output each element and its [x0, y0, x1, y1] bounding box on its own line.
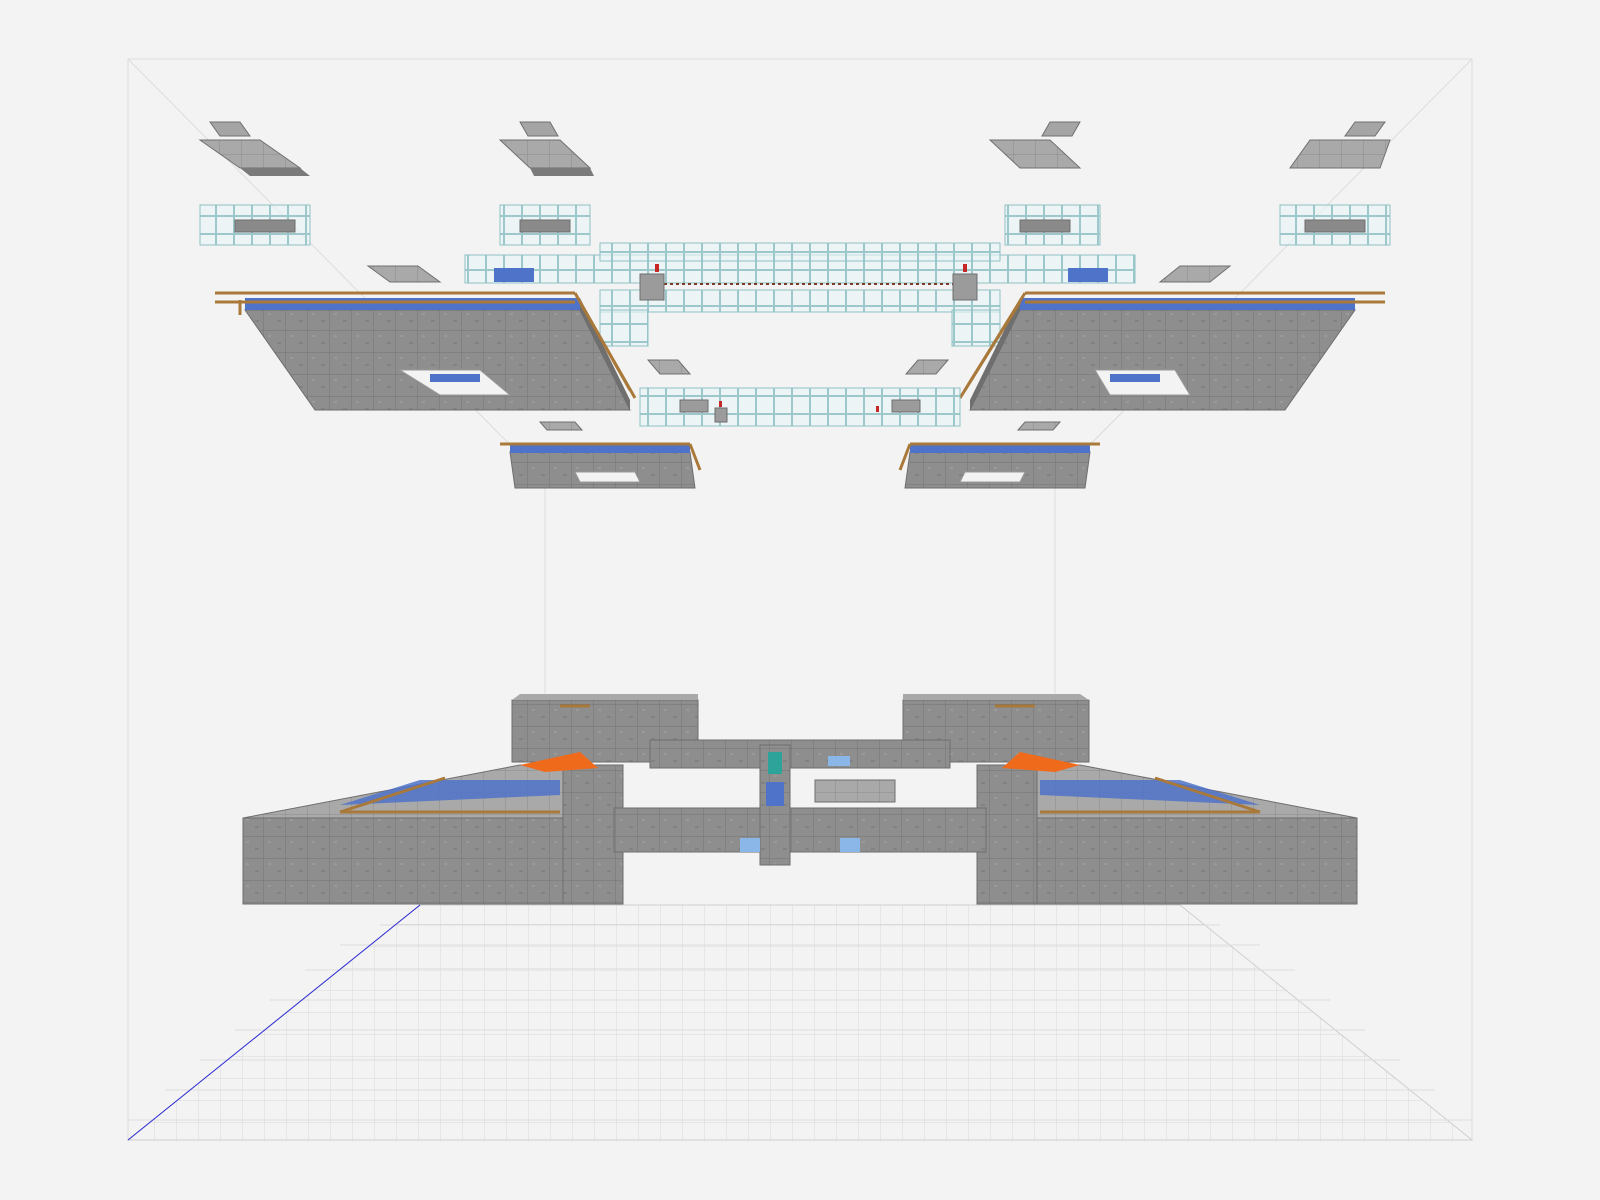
redstone-torch-left	[655, 264, 659, 272]
upper-platform-right	[958, 291, 1385, 411]
glass-frames	[199, 204, 1391, 246]
slab-mid-right	[904, 359, 950, 375]
slab-cluster-2	[498, 121, 594, 176]
slab-small-left	[366, 265, 442, 283]
slab-mid-left	[646, 359, 692, 375]
x-axis-line	[127, 904, 421, 1141]
slab-cluster-1	[198, 121, 310, 176]
lava-right	[1002, 752, 1080, 772]
fence-right	[958, 291, 1385, 399]
slab-low-right	[1016, 421, 1062, 431]
slab-cluster-4	[1289, 121, 1391, 169]
ground-grid	[126, 904, 1474, 1141]
upper-platform-left	[215, 291, 637, 411]
slab-cluster-3	[988, 121, 1082, 169]
fence-left	[215, 291, 637, 399]
lower-platform-left	[500, 442, 702, 489]
ground-base	[242, 694, 1358, 905]
prismarine-block	[768, 752, 782, 774]
glass-bridge-lower	[639, 387, 961, 427]
glass-bridge	[464, 242, 1136, 347]
redstone-torch-right	[963, 264, 967, 272]
lava-left	[520, 752, 598, 772]
slab-low-left	[538, 421, 584, 431]
top-stone-slabs	[198, 121, 1391, 431]
lower-platform-right	[898, 442, 1100, 489]
slab-small-right	[1158, 265, 1232, 283]
